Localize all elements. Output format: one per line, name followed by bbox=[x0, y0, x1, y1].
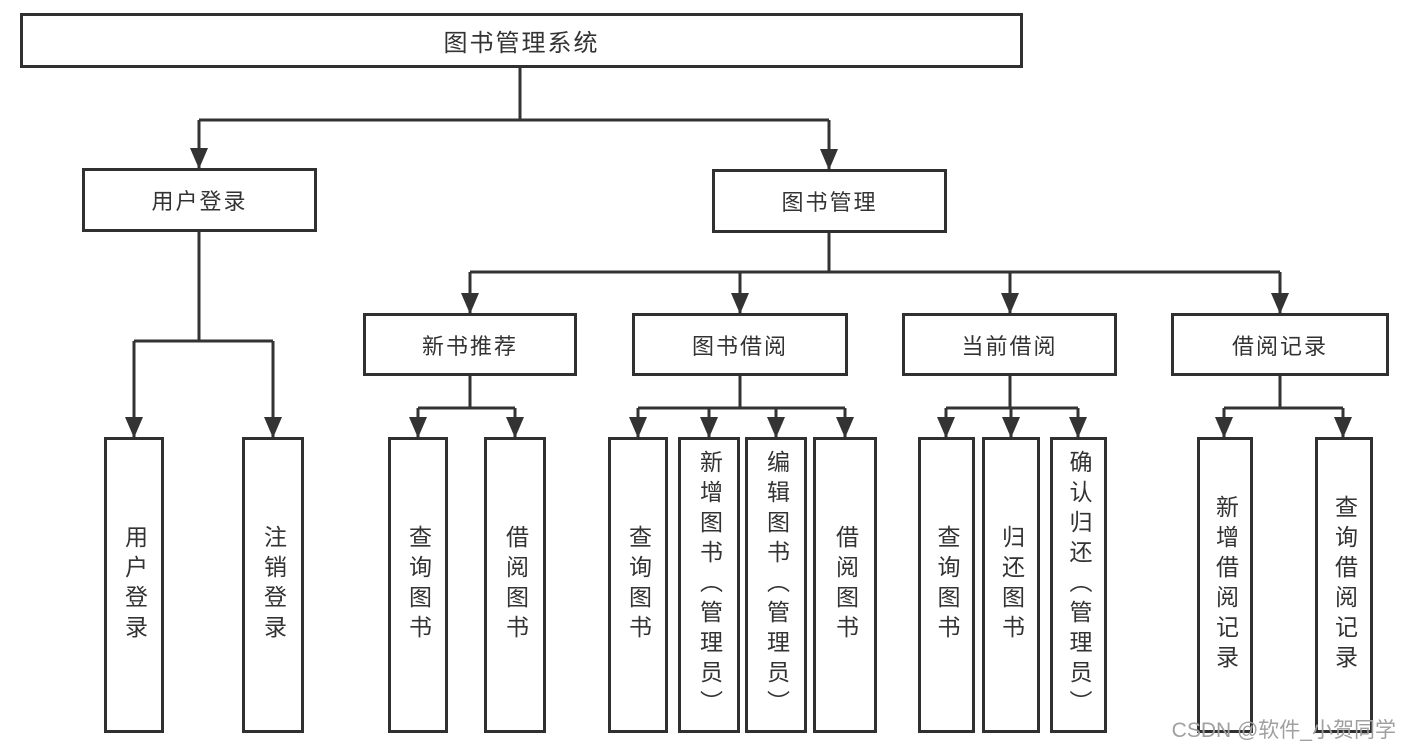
node-label: 确认归还（管理员） bbox=[1066, 450, 1092, 720]
node-label: 编辑图书（管理员） bbox=[763, 450, 790, 720]
node-label: 新增图书（管理员） bbox=[696, 450, 723, 720]
leaf-query-borrow-record: 查询借阅记录 bbox=[1315, 437, 1373, 733]
connector-user-login-children bbox=[125, 230, 282, 438]
node-label: 图书管理 bbox=[781, 190, 878, 215]
leaf-query-book-under-recommend: 查询图书 bbox=[388, 437, 448, 733]
node-label: 借阅图书 bbox=[832, 525, 859, 645]
node-label: 查询图书 bbox=[405, 525, 432, 645]
leaf-borrow-book-under-borrow: 借阅图书 bbox=[813, 437, 877, 733]
connector-book-mgmt-to-level3 bbox=[461, 231, 1289, 314]
node-label: 用户登录 bbox=[151, 189, 248, 214]
leaf-confirm-return-admin: 确认归还（管理员） bbox=[1050, 437, 1107, 733]
leaf-user-login: 用户登录 bbox=[104, 437, 164, 733]
node-label: 借阅记录 bbox=[1231, 333, 1328, 359]
node-library-system: 图书管理系统 bbox=[20, 13, 1023, 68]
leaf-add-book-admin: 新增图书（管理员） bbox=[678, 437, 740, 733]
connector-current-borrow-children bbox=[937, 374, 1087, 438]
leaf-borrow-book-under-recommend: 借阅图书 bbox=[484, 437, 546, 733]
node-book-borrow: 图书借阅 bbox=[632, 313, 848, 376]
node-label: 图书借阅 bbox=[691, 333, 788, 359]
connector-new-book-rec-children bbox=[409, 374, 524, 438]
leaf-return-book: 归还图书 bbox=[982, 437, 1040, 733]
connector-borrow-record-children bbox=[1215, 374, 1352, 438]
node-new-book-recommend: 新书推荐 bbox=[363, 313, 577, 376]
node-label: 新增借阅记录 bbox=[1212, 495, 1239, 675]
leaf-query-book-under-current: 查询图书 bbox=[918, 437, 975, 733]
node-label: 借阅图书 bbox=[502, 525, 529, 645]
node-label: 查询借阅记录 bbox=[1331, 495, 1358, 675]
node-current-borrow: 当前借阅 bbox=[902, 313, 1117, 376]
node-label: 新书推荐 bbox=[421, 333, 518, 359]
csdn-watermark: CSDN @软件_小贺同学 bbox=[1171, 719, 1396, 742]
node-borrow-record: 借阅记录 bbox=[1171, 313, 1389, 376]
node-label: 归还图书 bbox=[998, 525, 1025, 645]
node-user-login: 用户登录 bbox=[82, 168, 317, 232]
node-label: 图书管理系统 bbox=[443, 30, 600, 57]
node-book-management: 图书管理 bbox=[712, 169, 947, 233]
connector-root-to-level2 bbox=[190, 66, 838, 170]
leaf-logout: 注销登录 bbox=[242, 437, 304, 733]
leaf-edit-book-admin: 编辑图书（管理员） bbox=[745, 437, 807, 733]
node-label: 注销登录 bbox=[260, 525, 287, 645]
node-label: 查询图书 bbox=[625, 525, 652, 645]
leaf-add-borrow-record: 新增借阅记录 bbox=[1197, 437, 1253, 733]
node-label: 查询图书 bbox=[934, 525, 960, 645]
leaf-query-book-under-borrow: 查询图书 bbox=[608, 437, 668, 733]
node-label: 用户登录 bbox=[121, 525, 148, 645]
node-label: 当前借阅 bbox=[961, 333, 1058, 359]
connector-book-borrow-children bbox=[629, 374, 854, 438]
